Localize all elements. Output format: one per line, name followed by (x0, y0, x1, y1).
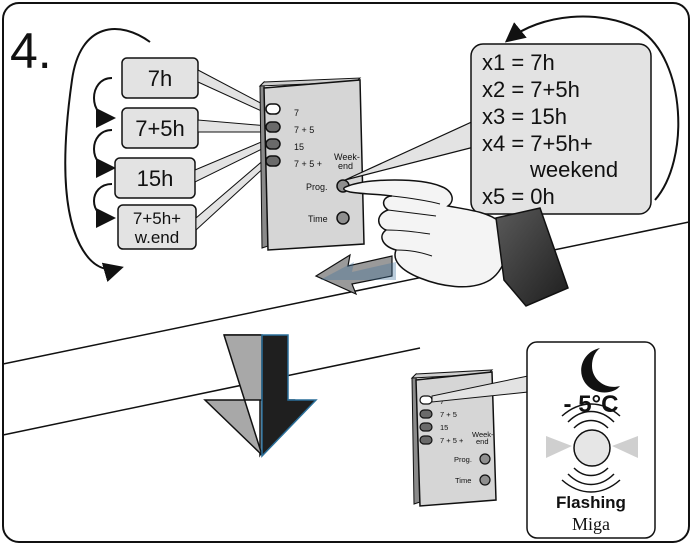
timer-device-top: 7 7 + 5 15 7 + 5 + Week- end Prog. Time (258, 77, 365, 251)
bottom-option-weekend: 7 + 5 + (440, 436, 464, 445)
hop-arrow-2 (93, 129, 116, 178)
device-weekend-line2: end (338, 161, 353, 171)
device-option-7-5: 7 + 5 (294, 125, 314, 135)
sleeve (495, 207, 569, 307)
device-prog-label: Prog. (306, 182, 328, 192)
bottom-option-7: 7 (440, 397, 444, 406)
led-weekend-bottom[interactable] (419, 435, 433, 445)
device-option-7: 7 (294, 108, 299, 118)
bottom-weekend-line1: Week- (472, 430, 494, 439)
bottom-weekend-line2: end (476, 437, 489, 446)
device-time-label: Time (308, 214, 328, 224)
next-step-down-arrow (203, 334, 318, 458)
hop-arrow-3 (93, 183, 116, 228)
bottom-option-7-5: 7 + 5 (440, 410, 457, 419)
schedule-label-weekend-line1: 7+5h+ (133, 209, 181, 228)
press-count-callout (470, 43, 652, 215)
led-15-bottom[interactable] (419, 422, 433, 432)
device-weekend-line1: Week- (334, 152, 360, 162)
callout-pointer-join (472, 120, 478, 146)
device-bottom-front (415, 371, 497, 507)
press-count-line-1: x1 = 7h (482, 50, 555, 75)
device-option-15: 15 (294, 142, 304, 152)
press-count-line-4-cont: weekend (529, 157, 618, 182)
led-7-bottom[interactable] (419, 395, 433, 405)
press-count-line-4: x4 = 7+5h+ (482, 131, 593, 156)
schedule-label-15h: 15h (137, 166, 174, 191)
schedule-label-weekend-line2: w.end (134, 228, 179, 247)
flashing-led-icon (546, 403, 638, 493)
repeat-arrow (504, 15, 680, 201)
bottom-time-button[interactable] (479, 474, 491, 486)
moon-icon (581, 348, 620, 393)
led-weekend[interactable] (265, 155, 281, 167)
device-front-face (263, 79, 365, 251)
press-count-line-5: x5 = 0h (482, 184, 555, 209)
schedule-label-7h: 7h (148, 66, 172, 91)
led-7-5-bottom[interactable] (419, 409, 433, 419)
led-7[interactable] (265, 103, 281, 115)
led-15[interactable] (265, 138, 281, 150)
bottom-time-label: Time (455, 476, 471, 485)
bottom-option-15: 15 (440, 423, 448, 432)
push-motion-arrow (314, 253, 396, 296)
brand-label: Miga (572, 514, 610, 534)
status-indicator-text: Flashing (556, 493, 626, 512)
hop-arrow-1 (93, 77, 116, 128)
cycle-loop-arrow (64, 28, 151, 283)
schedule-label-7-5h: 7+5h (135, 116, 185, 141)
bottom-prog-button[interactable] (479, 453, 491, 465)
time-button[interactable] (336, 211, 350, 225)
bottom-prog-label: Prog. (454, 455, 472, 464)
step-number: 4. (10, 23, 52, 79)
press-count-line-3: x3 = 15h (482, 104, 567, 129)
divider-line-upper (2, 221, 690, 365)
pointing-hand-icon (343, 179, 569, 307)
timer-device-bottom: 7 7 + 5 15 7 + 5 + Week- end Prog. Time (410, 369, 497, 507)
divider-line-lower (2, 347, 421, 436)
press-count-line-2: x2 = 7+5h (482, 77, 580, 102)
led-7-5[interactable] (265, 121, 281, 133)
device-option-weekend: 7 + 5 + (294, 159, 322, 169)
